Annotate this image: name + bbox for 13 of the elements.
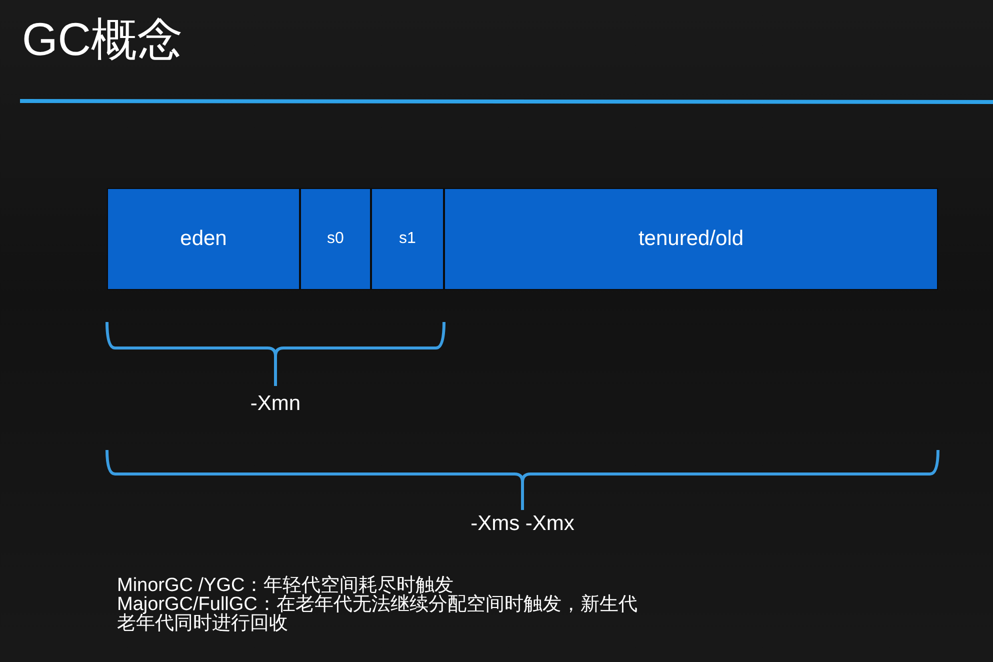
memory-region-box <box>444 188 938 290</box>
note-text: MinorGC /YGC：年轻代空间耗尽时触发 <box>117 576 454 595</box>
memory-region-box <box>300 188 371 290</box>
brace-label: -Xmn <box>250 392 301 416</box>
region-label: tenured/old <box>638 227 744 251</box>
region-label: eden <box>180 227 227 251</box>
slide-title: GC概念 <box>22 12 183 66</box>
note-text: MajorGC/FullGC：在老年代无法继续分配空间时触发，新生代老年代同时进行回收 <box>117 595 638 633</box>
brace-label: -Xms -Xmx <box>470 512 574 536</box>
region-label: s0 <box>327 230 344 248</box>
memory-region-box <box>107 188 300 290</box>
memory-region-box <box>371 188 444 290</box>
region-label: s1 <box>399 230 416 248</box>
